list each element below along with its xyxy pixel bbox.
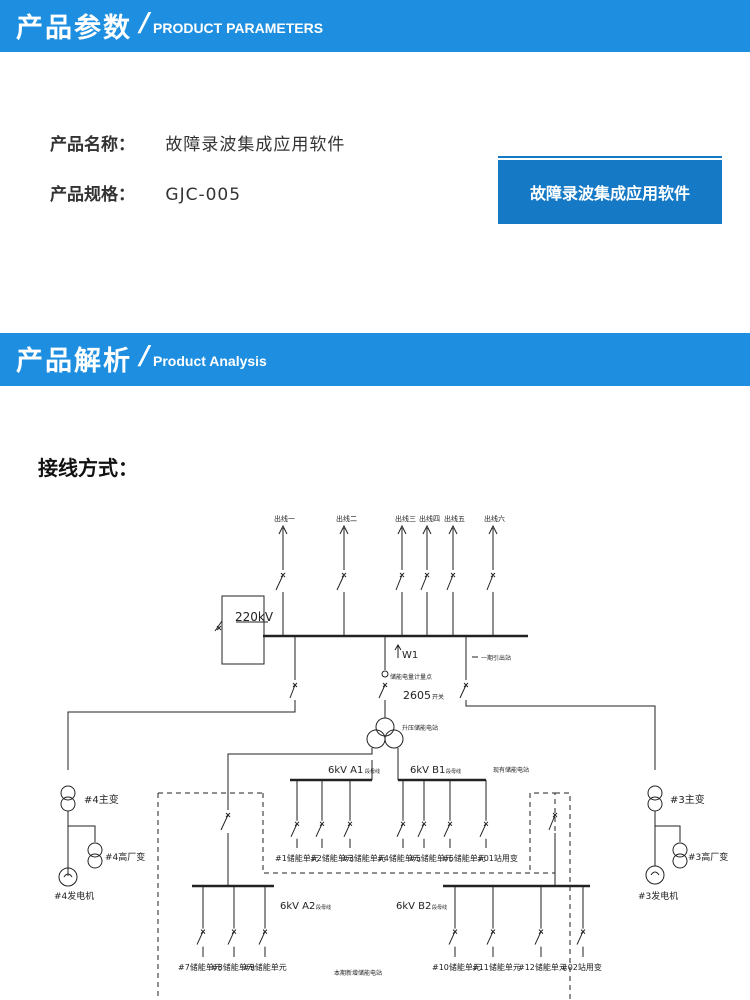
product-name-button[interactable]: 故障录波集成应用软件 — [498, 156, 722, 224]
unit-drop-line — [258, 886, 268, 957]
main4-label: #4主变 — [84, 793, 119, 806]
lower-unit-label: #10储能单元 — [432, 962, 481, 972]
bus-pt-box — [221, 595, 265, 665]
section-header-analysis: 产品解析 / Product Analysis — [0, 333, 750, 386]
feeder-label: 出线五 — [444, 514, 465, 523]
bus-220-label: 220kV — [235, 610, 274, 624]
lower-unit-label: #7储能单元 — [178, 962, 222, 972]
w1-label: W1 — [402, 650, 418, 661]
wiring-diagram: 出线一 出线二 出线三 出线四 出线五 出线六 220kV W1 储能电量计量点… — [54, 514, 728, 1000]
feeder-label: 出线四 — [419, 514, 440, 523]
upper-unit-label: #6储能单元 — [442, 853, 486, 863]
main-transformer-4 — [58, 785, 103, 887]
bus-suffix: 段母线 — [365, 768, 380, 775]
meter-label: 储能电量计量点 — [390, 673, 432, 681]
bus-suffix: 段母线 — [432, 904, 447, 911]
gen4-label: #4发电机 — [54, 890, 94, 902]
lower-unit-drops — [196, 886, 586, 957]
lower-unit-label: #12储能单元 — [518, 962, 567, 972]
main3-label: #3主变 — [670, 793, 705, 806]
upper-unit-label: #3储能单元 — [342, 853, 386, 863]
feeder-lines — [275, 524, 498, 636]
feeder-label: 出线三 — [395, 514, 416, 523]
product-name-value: 故障录波集成应用软件 — [165, 135, 346, 155]
new-station-label: 本期新增储能电站 — [334, 969, 382, 977]
lower-unit-label: #8储能单元 — [211, 962, 255, 972]
lower-unit-label: #11储能单元 — [472, 962, 521, 972]
section-title-cn: 产品参数 — [16, 13, 132, 44]
bus-b2-label: 6kV B2 — [396, 901, 431, 912]
bus-a2-label: 6kV A2 — [280, 901, 315, 912]
existing-station-boundary — [262, 792, 556, 874]
feeder-label: 出线二 — [336, 514, 357, 523]
bus-b1-label: 6kV B1 — [410, 765, 445, 776]
upper-unit-label: #01站用变 — [477, 853, 518, 863]
aux3-label: #3高厂变 — [688, 851, 728, 863]
unit-drop-line — [534, 886, 544, 957]
unit-drop-line — [196, 886, 206, 957]
section-title-en: PRODUCT PARAMETERS — [153, 20, 324, 36]
unit-drop-line — [486, 886, 496, 957]
switch-suffix: 开关 — [432, 693, 444, 701]
upper-unit-label: #5储能单元 — [409, 853, 453, 863]
section-header-parameters: 产品参数 / PRODUCT PARAMETERS — [0, 0, 750, 52]
main-transformer-3 — [645, 785, 688, 885]
unit-drop-line — [343, 780, 353, 848]
title-slash: / — [140, 341, 150, 371]
unit-drop-line — [315, 780, 325, 848]
unit-drop-line — [290, 780, 300, 848]
existing-station-label: 现有储能电站 — [493, 766, 529, 774]
feeder-label: 出线六 — [484, 514, 505, 523]
bus-suffix: 段母线 — [446, 768, 461, 775]
upper-unit-label: #4储能单元 — [377, 853, 421, 863]
product-spec-label: 产品规格： — [50, 185, 135, 205]
lower-unit-label: #02站用变 — [561, 962, 602, 972]
lower-unit-label: #9储能单元 — [243, 962, 287, 972]
feeder-label: 出线一 — [274, 514, 295, 523]
new-station-boundary — [157, 792, 571, 1000]
product-name-label: 产品名称： — [50, 135, 135, 155]
transformer-label: 升压储能电站 — [402, 724, 438, 732]
unit-drop-line — [396, 780, 406, 848]
unit-drop-line — [576, 886, 586, 957]
unit-drop-line — [443, 780, 453, 848]
bus-a1-label: 6kV A1 — [328, 765, 363, 776]
connection-method-title: 接线方式： — [38, 456, 138, 480]
section-title-en: Product Analysis — [153, 353, 267, 369]
upper-unit-label: #1储能单元 — [275, 853, 319, 863]
spare-label: 一期引出站 — [481, 654, 511, 662]
unit-drop-line — [227, 886, 237, 957]
switch-2605-label: 2605 — [403, 689, 431, 702]
gen3-label: #3发电机 — [638, 890, 678, 902]
unit-drop-line — [479, 780, 489, 848]
unit-drop-line — [417, 780, 427, 848]
aux4-label: #4高厂变 — [105, 851, 145, 863]
section-title-cn: 产品解析 — [16, 346, 132, 377]
upper-unit-drops — [290, 780, 489, 848]
product-spec-value: GJC-005 — [165, 185, 242, 205]
three-winding-transformer — [366, 717, 404, 749]
upper-unit-label: #2储能单元 — [310, 853, 354, 863]
bus-suffix: 段母线 — [316, 904, 331, 911]
param-row-spec: 产品规格： GJC-005 — [50, 180, 241, 205]
param-row-name: 产品名称： 故障录波集成应用软件 — [50, 130, 345, 155]
title-slash: / — [140, 8, 150, 38]
unit-drop-line — [448, 886, 458, 957]
